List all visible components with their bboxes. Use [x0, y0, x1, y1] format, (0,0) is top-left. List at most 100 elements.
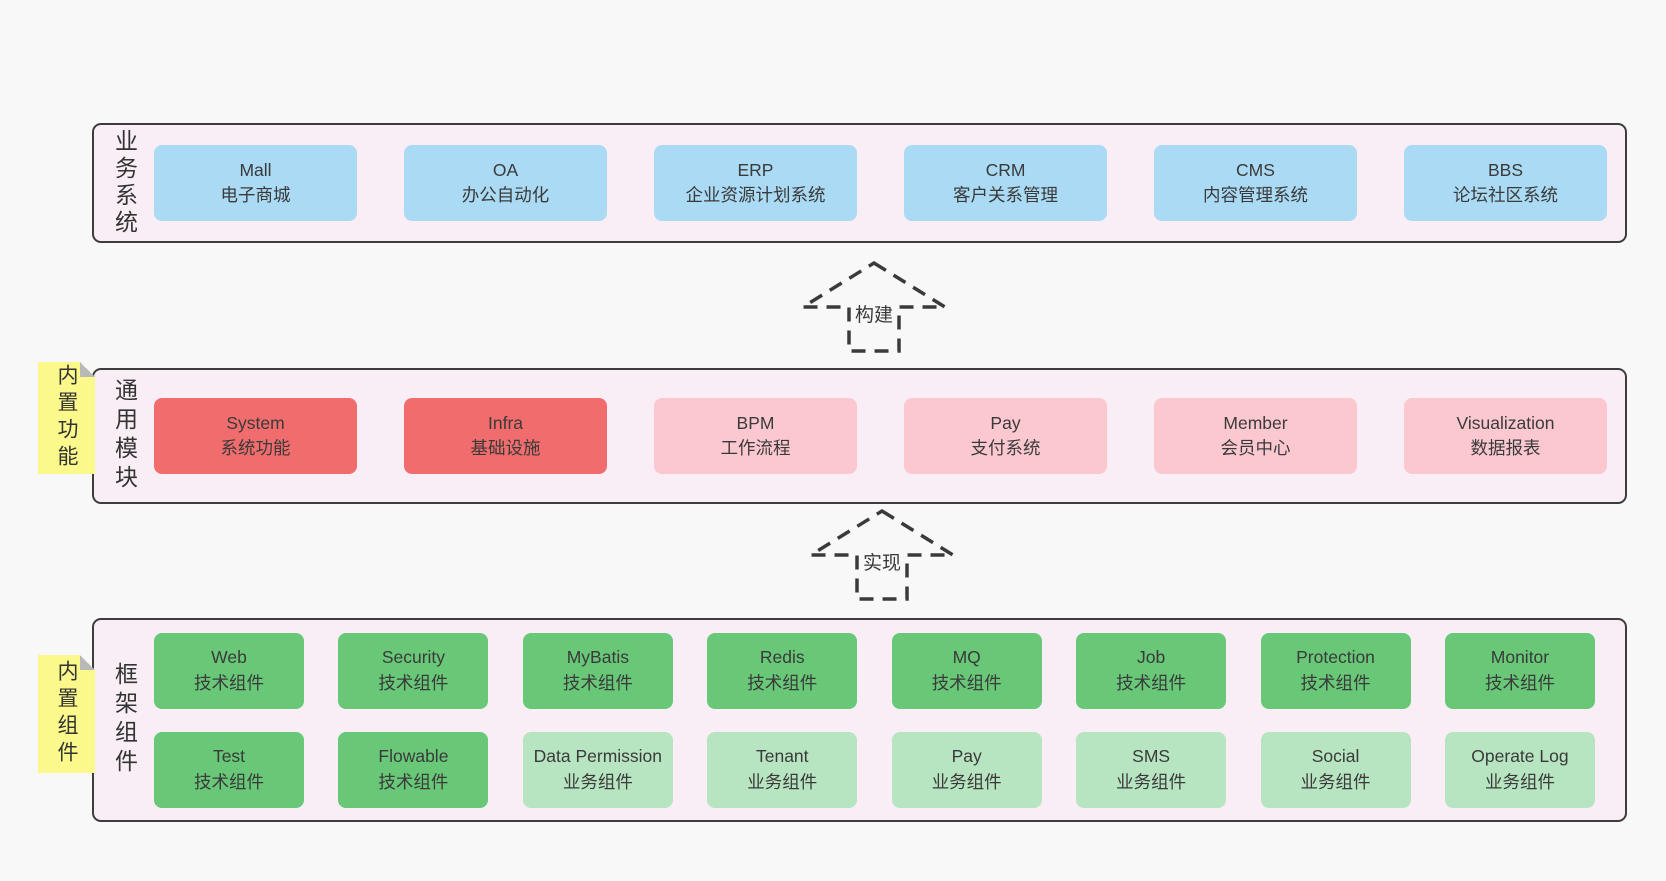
panel-common-modules: 通用模块 System 系统功能 Infra 基础设施 BPM 工作流程 Pay…	[92, 368, 1627, 504]
box-title: Flowable	[378, 746, 449, 767]
box-subtitle: 技术组件	[931, 672, 1002, 693]
panel-vertical-label: 业务系统	[94, 125, 154, 241]
box-title: Social	[1311, 746, 1360, 767]
box-subtitle: 系统功能	[220, 438, 291, 458]
sticky-note-text: 内置组件	[55, 660, 78, 768]
box-security: Security 技术组件	[338, 632, 489, 709]
box-subtitle: 技术组件	[747, 672, 818, 693]
box-subtitle: 电子商城	[220, 185, 291, 205]
box-subtitle: 技术组件	[1484, 672, 1555, 693]
box-visualization: Visualization 数据报表	[1404, 398, 1607, 474]
box-subtitle: 业务组件	[1300, 771, 1371, 792]
box-subtitle: 技术组件	[1300, 672, 1371, 693]
up-arrow-icon	[808, 508, 956, 601]
panel-framework-components: 框架组件 Web 技术组件 Security 技术组件 MyBatis 技术组件…	[92, 618, 1627, 822]
box-bpm: BPM 工作流程	[654, 398, 857, 474]
box-title: Visualization	[1456, 412, 1555, 433]
box-title: ERP	[737, 159, 774, 180]
box-subtitle: 业务组件	[1484, 771, 1555, 792]
box-title: Security	[381, 647, 446, 668]
box-member: Member 会员中心	[1154, 398, 1357, 474]
box-subtitle: 客户关系管理	[953, 185, 1058, 205]
box-title: BPM	[736, 412, 775, 433]
box-subtitle: 技术组件	[194, 672, 264, 693]
box-title: Monitor	[1490, 647, 1550, 668]
box-test: Test 技术组件	[154, 731, 304, 808]
box-mall: Mall 电子商城	[154, 145, 357, 221]
box-bbs: BBS 论坛社区系统	[1404, 145, 1607, 221]
panel-business-systems: 业务系统 Mall 电子商城 OA 办公自动化 ERP 企业资源计划系统 CRM…	[92, 123, 1627, 243]
box-title: Web	[211, 647, 247, 668]
box-social: Social 业务组件	[1260, 731, 1411, 808]
box-subtitle: 技术组件	[1116, 672, 1187, 693]
box-subtitle: 技术组件	[378, 672, 449, 693]
box-mybatis: MyBatis 技术组件	[522, 632, 673, 709]
box-subtitle: 企业资源计划系统	[685, 185, 826, 205]
box-title: SMS	[1132, 746, 1171, 767]
box-redis: Redis 技术组件	[707, 632, 858, 709]
framework-components-grid: Web 技术组件 Security 技术组件 MyBatis 技术组件 Redi…	[154, 620, 1625, 820]
box-subtitle: 会员中心	[1220, 438, 1291, 458]
up-arrow-icon	[800, 260, 948, 353]
box-operate-log: Operate Log 业务组件	[1444, 731, 1595, 808]
common-modules-label: 通用模块	[111, 378, 138, 494]
panel-vertical-label: 通用模块	[94, 370, 154, 502]
box-tenant: Tenant 业务组件	[707, 731, 858, 808]
panel-vertical-label: 框架组件	[94, 620, 154, 820]
box-subtitle: 内容管理系统	[1203, 185, 1308, 205]
box-oa: OA 办公自动化	[404, 145, 607, 221]
sticky-note-built-in-features: 内置功能	[38, 362, 95, 474]
box-title: BBS	[1487, 159, 1524, 180]
box-infra: Infra 基础设施	[404, 398, 607, 474]
business-systems-row: Mall 电子商城 OA 办公自动化 ERP 企业资源计划系统 CRM 客户关系…	[154, 125, 1625, 241]
box-title: Member	[1223, 412, 1288, 433]
framework-components-label: 框架组件	[111, 662, 138, 778]
box-title: System	[226, 412, 285, 433]
box-title: OA	[492, 159, 519, 180]
box-subtitle: 数据报表	[1470, 438, 1541, 458]
box-pay-component: Pay 业务组件	[891, 731, 1042, 808]
arrow-build: 构建	[800, 260, 948, 354]
box-title: Tenant	[755, 746, 809, 767]
box-subtitle: 技术组件	[378, 771, 449, 792]
business-systems-label: 业务系统	[111, 129, 138, 237]
box-monitor: Monitor 技术组件	[1444, 632, 1595, 709]
box-subtitle: 办公自动化	[461, 185, 550, 205]
box-subtitle: 业务组件	[931, 771, 1002, 792]
box-flowable: Flowable 技术组件	[338, 731, 489, 808]
components-row-2: Test 技术组件 Flowable 技术组件 Data Permission …	[154, 731, 1595, 808]
box-title: CRM	[985, 159, 1026, 180]
box-erp: ERP 企业资源计划系统	[654, 145, 857, 221]
box-title: Protection	[1296, 647, 1375, 668]
box-title: Infra	[487, 412, 524, 433]
box-web: Web 技术组件	[154, 632, 304, 709]
sticky-note-built-in-components: 内置组件	[38, 655, 95, 773]
box-protection: Protection 技术组件	[1260, 632, 1411, 709]
box-title: Job	[1137, 647, 1166, 668]
box-title: MQ	[952, 647, 981, 668]
box-title: Data Permission	[533, 746, 663, 767]
box-title: CMS	[1236, 159, 1275, 180]
box-cms: CMS 内容管理系统	[1154, 145, 1357, 221]
box-title: Test	[212, 746, 246, 767]
box-title: Pay	[951, 746, 982, 767]
arrow-implement-label: 实现	[858, 548, 906, 575]
box-mq: MQ 技术组件	[891, 632, 1042, 709]
box-job: Job 技术组件	[1076, 632, 1227, 709]
box-crm: CRM 客户关系管理	[904, 145, 1107, 221]
box-subtitle: 论坛社区系统	[1453, 185, 1558, 205]
box-title: Redis	[759, 647, 805, 668]
box-pay-module: Pay 支付系统	[904, 398, 1107, 474]
common-modules-row: System 系统功能 Infra 基础设施 BPM 工作流程 Pay 支付系统…	[154, 370, 1625, 502]
box-subtitle: 基础设施	[470, 438, 541, 458]
box-title: Mall	[239, 159, 272, 180]
box-subtitle: 技术组件	[562, 672, 633, 693]
arrow-implement: 实现	[808, 508, 956, 602]
arrow-build-label: 构建	[850, 300, 898, 327]
box-data-permission: Data Permission 业务组件	[522, 731, 673, 808]
box-title: Operate Log	[1471, 746, 1569, 767]
box-subtitle: 业务组件	[1116, 771, 1187, 792]
box-title: MyBatis	[566, 647, 629, 668]
box-subtitle: 业务组件	[747, 771, 818, 792]
